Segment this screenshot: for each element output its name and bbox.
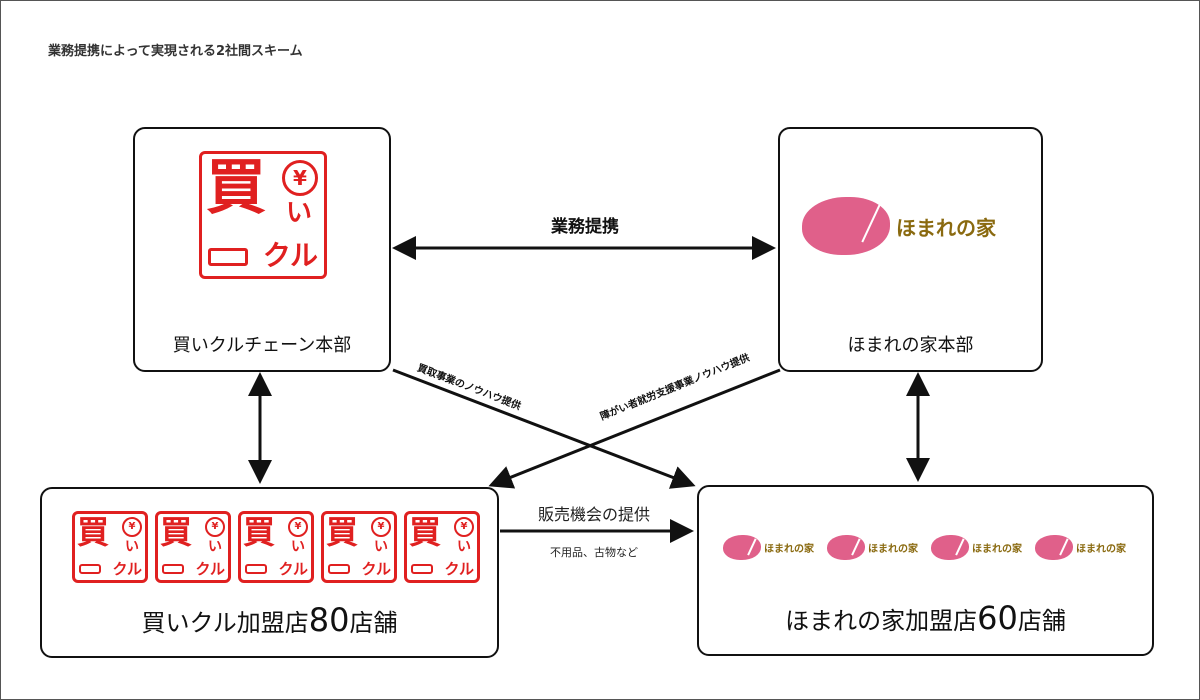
diagram-title: 業務提携によって実現される2社間スキーム	[48, 44, 303, 59]
logo-big-char: 買	[326, 513, 359, 551]
yen-icon: ¥	[282, 160, 318, 196]
logo-big-char: 買	[243, 513, 276, 551]
homare-flower-icon	[1035, 535, 1073, 560]
homare-hq-label: ほまれの家本部	[847, 335, 974, 356]
homare-logo-text: ほまれの家	[764, 544, 814, 555]
partnership-label: 業務提携	[551, 216, 619, 237]
logo-i-char: い	[125, 539, 139, 555]
kaikuru-store-logo: 買 ¥ いクル	[321, 511, 397, 583]
kaitori-knowhow-label: 買取事業のノウハウ提供	[416, 361, 523, 413]
truck-icon	[328, 564, 350, 574]
homare-stores-label: ほまれの家加盟店60店舗	[785, 599, 1066, 637]
homare-stores-box: ほまれの家 ほまれの家 ほまれの家 ほまれの家 ほまれの家加盟店60店舗	[697, 485, 1154, 656]
logo-big-char: 買	[409, 513, 442, 551]
logo-i-char: い	[374, 539, 388, 555]
homare-logo: ほまれの家	[802, 197, 996, 255]
logo-big-char: 買	[206, 153, 266, 223]
kaikuru-store-logo: 買 ¥ いクル	[404, 511, 480, 583]
logo-i-char: い	[208, 539, 222, 555]
truck-icon	[245, 564, 267, 574]
yen-icon: ¥	[371, 517, 391, 537]
homare-flower-icon	[723, 535, 761, 560]
homare-hq-box: ほまれの家 ほまれの家本部	[778, 127, 1043, 372]
homare-logo-text: ほまれの家	[868, 544, 918, 555]
homare-logo-text: ほまれの家	[972, 544, 1022, 555]
sales-items-label: 不用品、古物など	[550, 545, 638, 559]
truck-icon	[162, 564, 184, 574]
kaikuru-stores-label: 買いクル加盟店80店舗	[141, 601, 398, 639]
kaikuru-store-logo: 買 ¥ いクル	[155, 511, 231, 583]
logo-kuru-text: クル	[361, 560, 391, 578]
yen-icon: ¥	[122, 517, 142, 537]
kaikuru-stores-box: 買¥いクル買¥いクル買¥いクル買¥いクル買¥いクル 買いクル加盟店80店舗	[40, 487, 499, 658]
kaikuru-hq-label: 買いクルチェーン本部	[172, 335, 352, 356]
yen-icon: ¥	[454, 517, 474, 537]
shogai-knowhow-arrow	[488, 368, 781, 489]
truck-icon	[411, 564, 433, 574]
homare-store-logo: ほまれの家	[1035, 535, 1126, 560]
logo-i-char: い	[291, 539, 305, 555]
logo-kuru-text: クル	[278, 560, 308, 578]
truck-icon	[79, 564, 101, 574]
logo-big-char: 買	[77, 513, 110, 551]
logo-i-char: い	[457, 539, 471, 555]
homare-store-logo: ほまれの家	[827, 535, 918, 560]
homare-logo-text: ほまれの家	[1076, 544, 1126, 555]
logo-kuru-text: クル	[112, 560, 142, 578]
kaitori-knowhow-arrow	[392, 368, 696, 489]
homare-flower-icon	[827, 535, 865, 560]
kaikuru-store-logo: 買 ¥ いクル	[72, 511, 148, 583]
yen-icon: ¥	[205, 517, 225, 537]
truck-icon	[208, 248, 248, 266]
homare-flower-icon	[931, 535, 969, 560]
kaikuru-store-logo: 買 ¥ いクル	[238, 511, 314, 583]
sales-opportunity-label: 販売機会の提供	[538, 505, 650, 524]
homare-store-logo: ほまれの家	[931, 535, 1022, 560]
logo-big-char: 買	[160, 513, 193, 551]
logo-i-char: い	[286, 198, 313, 228]
homare-flower-icon	[802, 197, 890, 255]
logo-kuru-text: クル	[262, 239, 318, 272]
homare-store-logo: ほまれの家	[723, 535, 814, 560]
homare-logo-text: ほまれの家	[896, 215, 996, 240]
logo-kuru-text: クル	[444, 560, 474, 578]
kaikuru-logo: 買 ¥ い クル	[199, 151, 327, 279]
yen-icon: ¥	[288, 517, 308, 537]
kaikuru-hq-box: 買 ¥ い クル 買いクルチェーン本部	[133, 127, 391, 372]
logo-kuru-text: クル	[195, 560, 225, 578]
